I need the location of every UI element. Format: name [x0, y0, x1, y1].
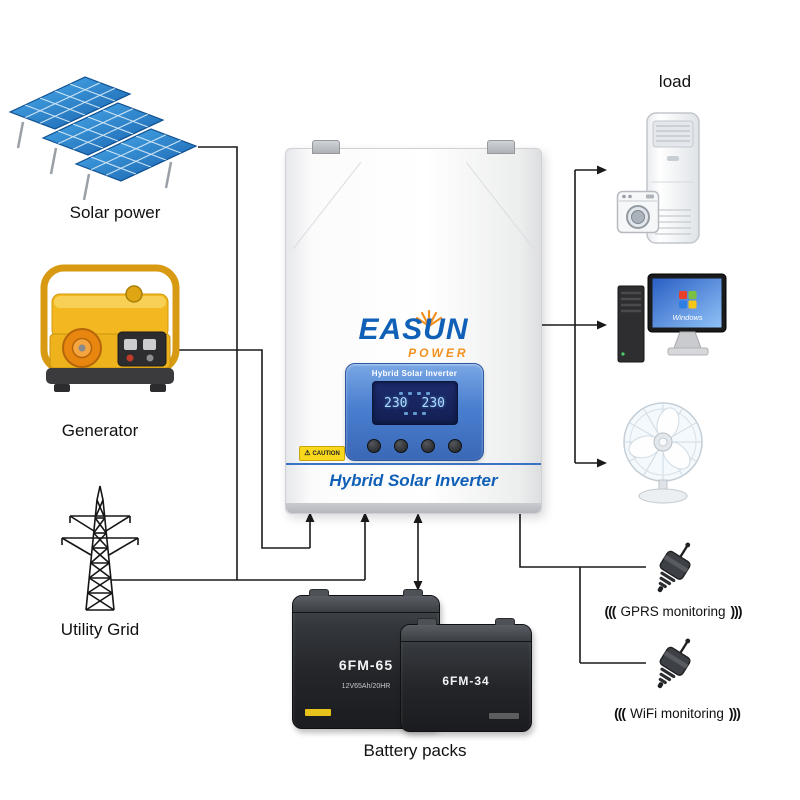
lcd-value-left: 230 — [384, 395, 408, 411]
monitoring-wire — [519, 512, 646, 664]
brand-subtitle: POWER — [408, 346, 469, 360]
computer-icon: Windows — [617, 273, 727, 363]
arrow-right-ac-icon — [597, 165, 607, 175]
lcd-status-icons — [403, 411, 426, 415]
panel-buttons — [346, 439, 483, 453]
warning-icon: ⚠ — [304, 450, 311, 457]
fan-icon — [623, 402, 703, 504]
wifi-monitoring-row: ((( WiFi monitoring ))) — [584, 705, 770, 721]
air-conditioner-icon — [646, 112, 700, 244]
panel-button[interactable] — [448, 439, 462, 453]
caution-sticker: ⚠ CAUTION — [299, 446, 345, 461]
gprs-monitoring-row: ((( GPRS monitoring ))) — [580, 603, 766, 619]
inverter: EASUN POWER Hybrid Solar Inverter 230 23… — [285, 140, 542, 514]
solar-panels-icon — [5, 68, 230, 208]
generator-icon — [40, 264, 180, 392]
lcd-value-right: 230 — [421, 395, 445, 411]
control-panel-title: Hybrid Solar Inverter — [371, 369, 458, 378]
battery-cert-marks — [489, 713, 519, 719]
load-label: load — [658, 72, 692, 91]
control-panel: Hybrid Solar Inverter 230 230 — [345, 363, 484, 461]
inverter-base — [286, 503, 541, 513]
panel-trim-line — [286, 463, 541, 465]
caution-text: CAUTION — [312, 450, 340, 457]
battery-packs-label: Battery packs — [363, 741, 467, 760]
generator-label: Generator — [61, 421, 139, 440]
battery-right: 6FM-34 — [400, 618, 532, 732]
windows-label: Windows — [672, 313, 703, 322]
arrow-right-fan-icon — [597, 458, 607, 468]
panel-button[interactable] — [367, 439, 381, 453]
product-name: Hybrid Solar Inverter — [329, 471, 498, 490]
radio-waves-left-icon: ((( — [614, 705, 626, 721]
sun-rays-icon — [416, 309, 443, 328]
lcd-status-icons — [399, 391, 430, 395]
battery-spec-label: 12V65Ah/20HR — [341, 683, 391, 691]
panel-crease-right — [465, 161, 535, 250]
battery-model-label: 6FM-34 — [442, 673, 490, 688]
panel-button[interactable] — [394, 439, 408, 453]
brand-name: EASUN — [358, 313, 469, 346]
battery-lid — [293, 596, 439, 613]
mount-bracket-right-icon — [487, 140, 515, 154]
brand-logo: EASUN POWER — [286, 309, 541, 360]
panel-crease-left — [292, 161, 362, 250]
wifi-monitoring-label: WiFi monitoring — [630, 705, 724, 721]
radio-waves-left-icon: ((( — [604, 603, 616, 619]
lcd-display: 230 230 — [371, 381, 458, 425]
washing-machine-icon — [616, 190, 660, 234]
arrow-right-computer-icon — [597, 320, 607, 330]
arrow-up-battery-icon — [413, 513, 423, 523]
utility-grid-label: Utility Grid — [60, 620, 140, 639]
wifi-sensor-icon — [657, 638, 691, 689]
gprs-sensor-icon — [657, 542, 691, 593]
radio-waves-right-icon: ))) — [730, 603, 743, 619]
gprs-monitoring-label: GPRS monitoring — [620, 603, 726, 619]
radio-waves-right-icon: ))) — [728, 705, 741, 721]
battery-stripe — [305, 709, 331, 716]
mount-bracket-left-icon — [312, 140, 340, 154]
panel-button[interactable] — [421, 439, 435, 453]
battery-lid — [401, 625, 531, 642]
solar-power-label: Solar power — [69, 203, 161, 222]
battery-model-label: 6FM-65 — [338, 656, 394, 673]
load-wire — [540, 169, 598, 464]
utility-tower-icon — [61, 485, 139, 611]
